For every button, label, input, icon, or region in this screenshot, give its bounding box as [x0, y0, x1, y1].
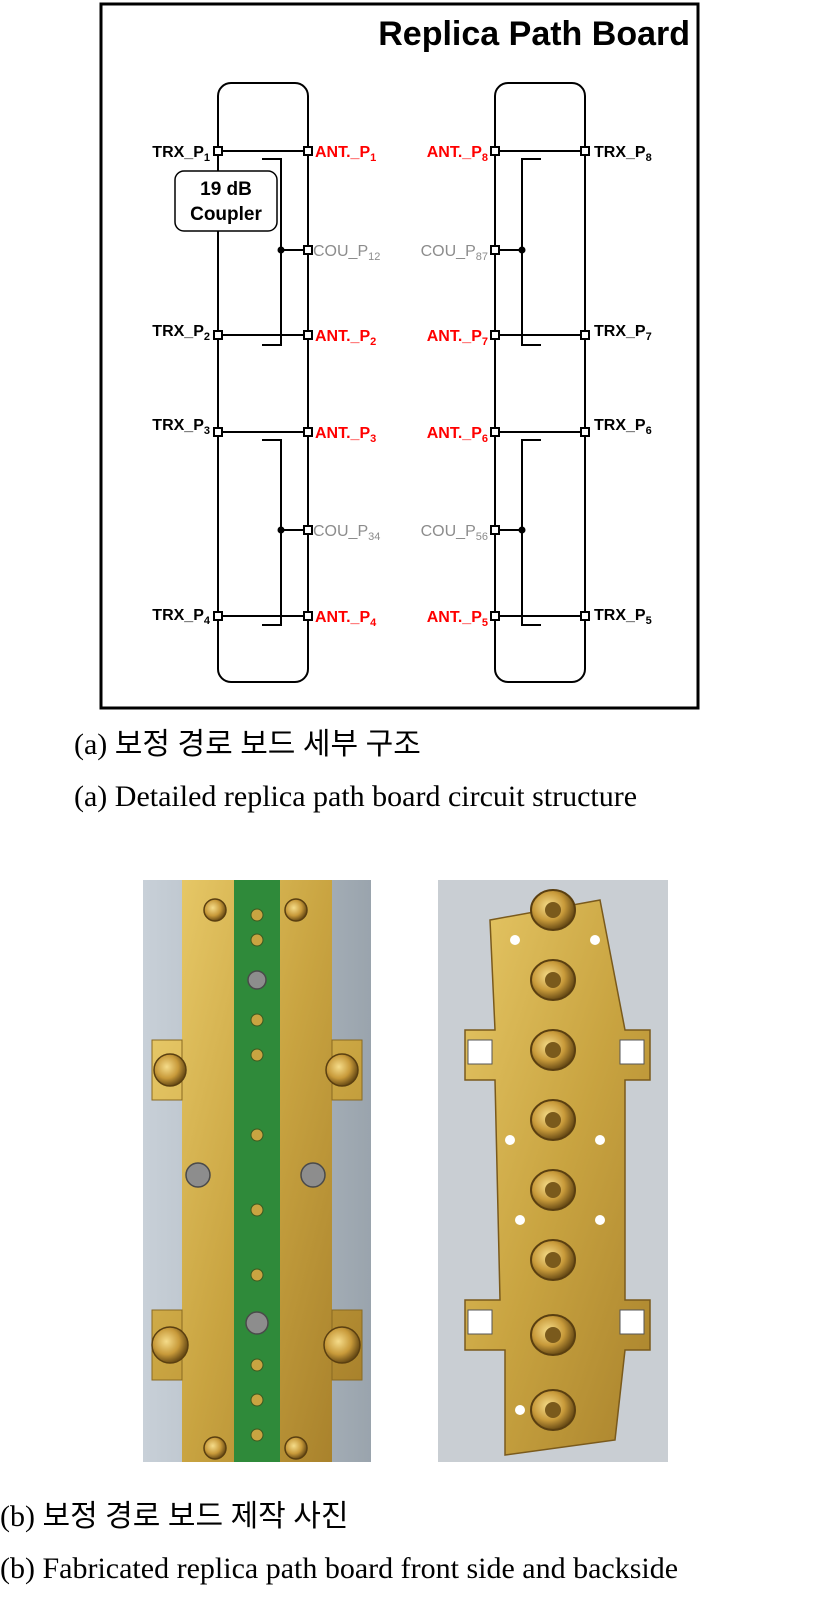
board-title: Replica Path Board: [378, 15, 690, 53]
trx-p1-label: TRX_P1: [152, 144, 210, 164]
port-squares: [213, 146, 590, 621]
back-side-photo: [438, 880, 668, 1462]
caption-a-korean: (a) 보정 경로 보드 세부 구조: [74, 728, 421, 761]
trx-p5-label: TRX_P5: [594, 607, 652, 627]
ant-p7-label: ANT._P7: [427, 328, 488, 348]
replica-path-board-diagram: Replica Path Board: [99, 2, 700, 710]
trx-p2-label: TRX_P2: [152, 323, 210, 343]
board-photos: [143, 880, 668, 1462]
ant-p1-label: ANT._P1: [315, 144, 376, 164]
cou-p56-label: COU_P56: [421, 523, 488, 543]
left-loop: [217, 82, 309, 683]
trx-p8-label: TRX_P8: [594, 144, 652, 164]
ant-p4-label: ANT._P4: [315, 609, 377, 629]
cou-p12-label: COU_P12: [313, 243, 380, 263]
front-side-photo: [143, 880, 371, 1462]
ant-p8-label: ANT._P8: [427, 144, 488, 164]
transmission-lines: [218, 150, 585, 617]
ant-p3-label: ANT._P3: [315, 425, 376, 445]
coupler-label-line1: 19 dB: [200, 179, 252, 200]
trx-p6-label: TRX_P6: [594, 417, 652, 437]
ant-p2-label: ANT._P2: [315, 328, 376, 348]
caption-a-english: (a) Detailed replica path board circuit …: [74, 780, 638, 813]
right-loop: [494, 82, 586, 683]
cou-p34-label: COU_P34: [313, 523, 380, 543]
trx-p4-label: TRX_P4: [152, 607, 211, 627]
coupler-label-line2: Coupler: [190, 204, 262, 225]
coupler-callout: 19 dB Coupler: [174, 170, 278, 232]
coupler-junction-dots: [277, 246, 526, 534]
caption-b-english: (b) Fabricated replica path board front …: [0, 1552, 679, 1585]
board-frame: [99, 2, 700, 710]
caption-b-korean: (b) 보정 경로 보드 제작 사진: [0, 1500, 349, 1533]
trx-p3-label: TRX_P3: [152, 417, 210, 437]
cou-p87-label: COU_P87: [421, 243, 488, 263]
ant-p6-label: ANT._P6: [427, 425, 488, 445]
trx-p7-label: TRX_P7: [594, 323, 652, 343]
ant-p5-label: ANT._P5: [427, 609, 488, 629]
